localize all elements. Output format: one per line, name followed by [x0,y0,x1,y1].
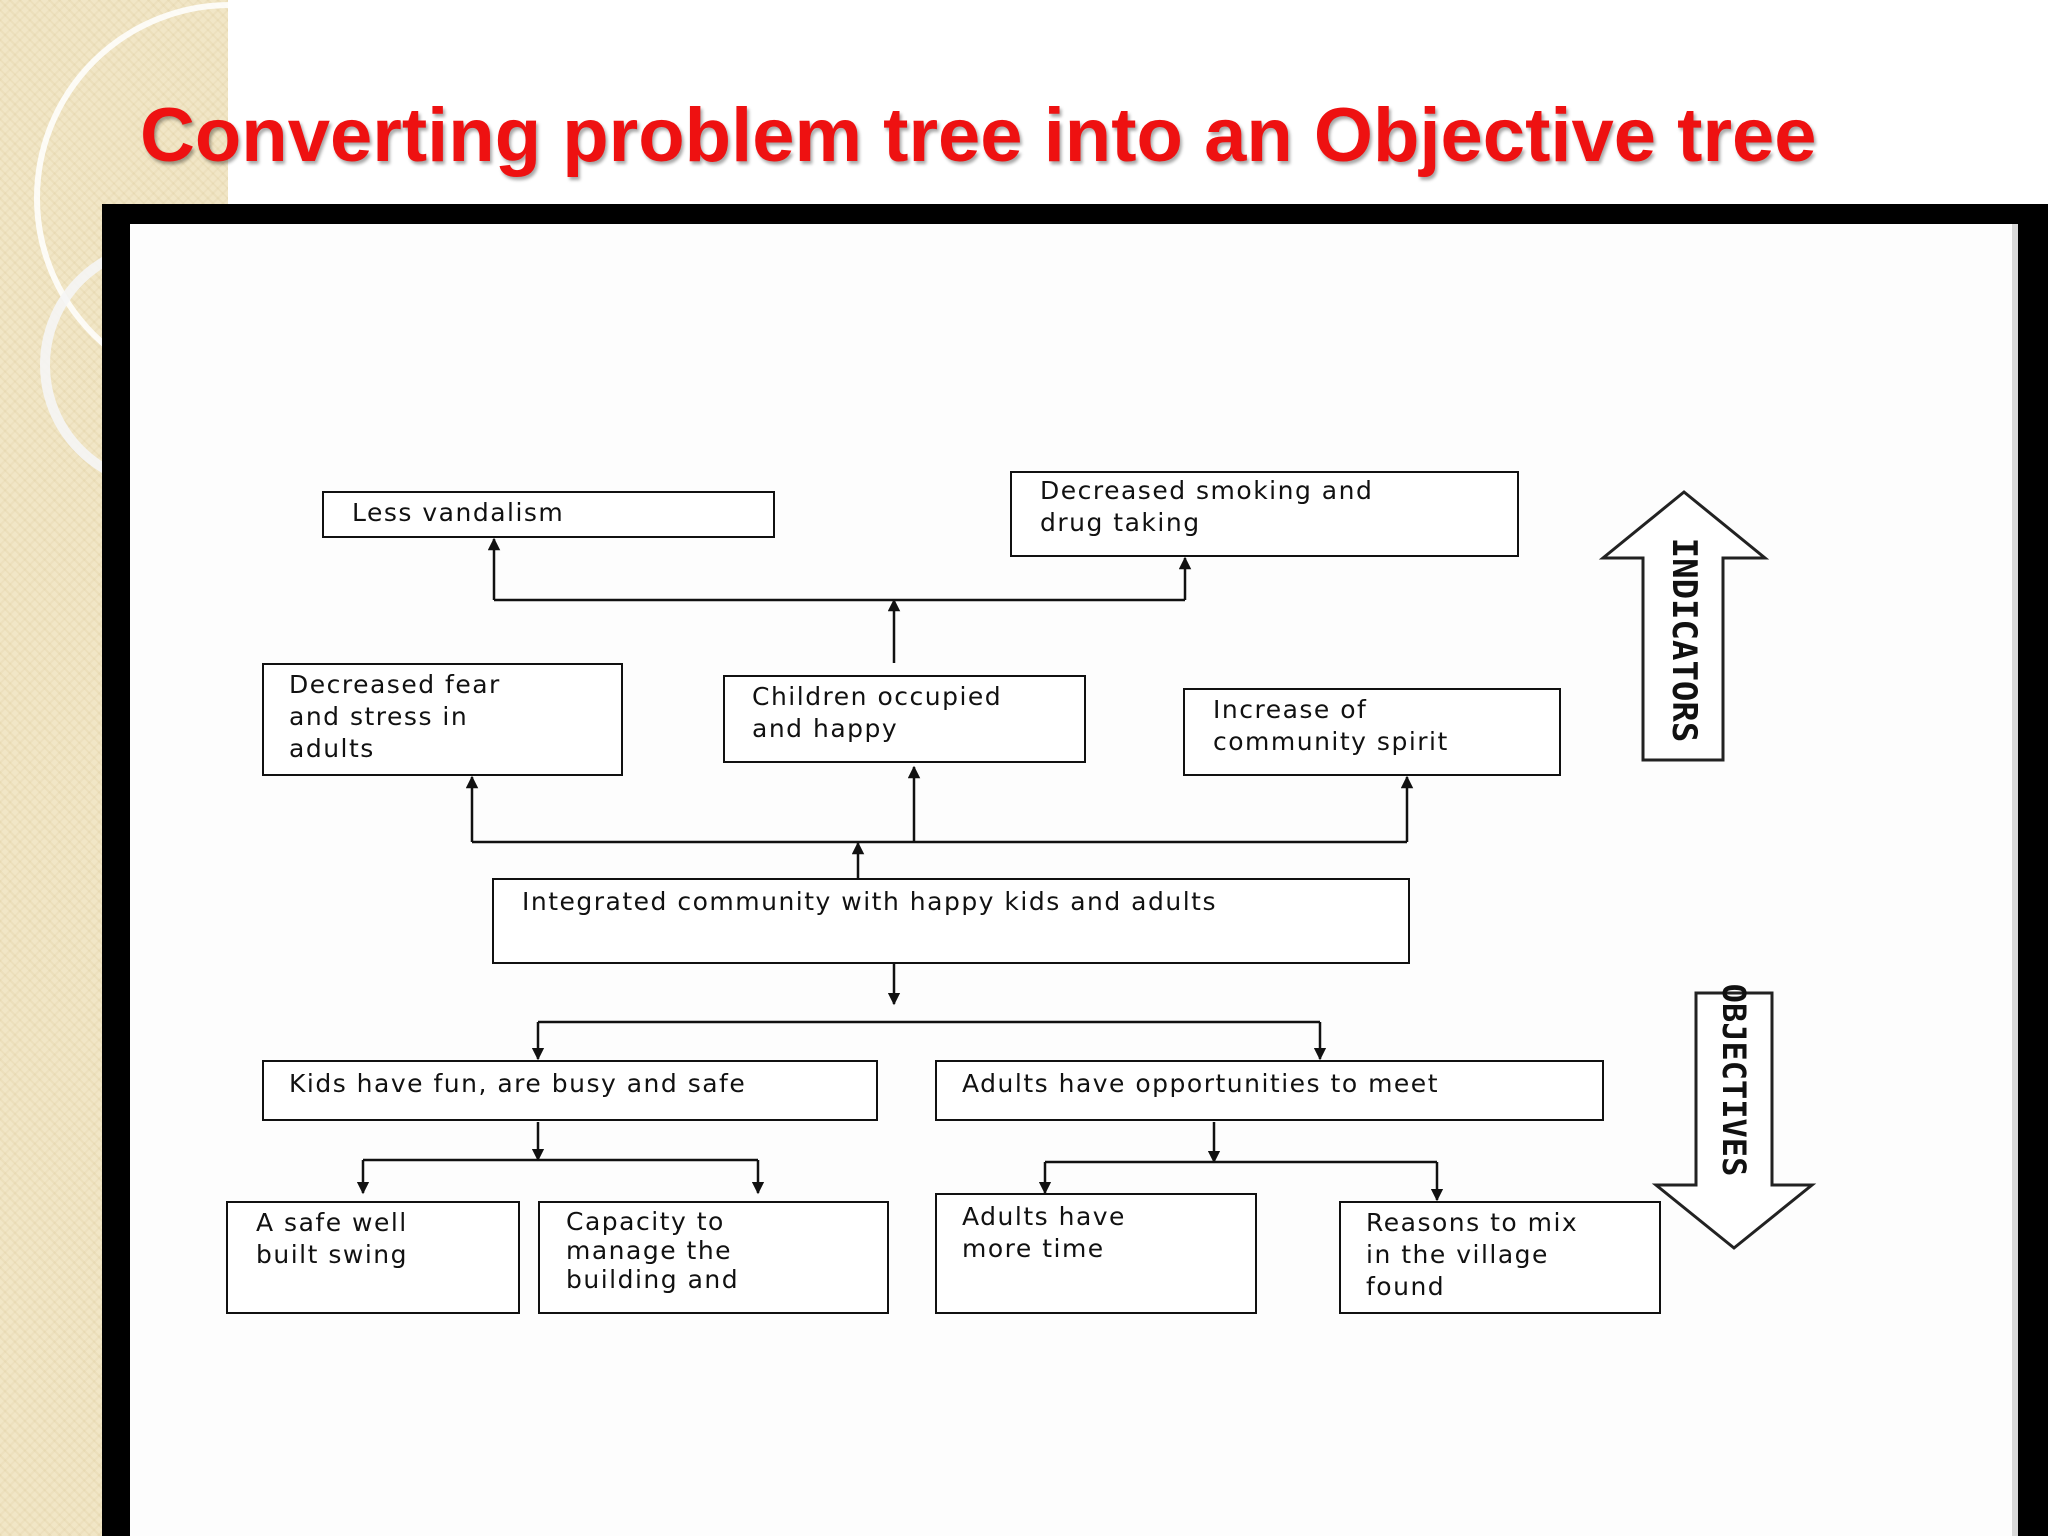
box-label: Increase of community spirit [1213,695,1449,756]
box-capacity-manage: Capacity to manage the building and [538,1201,889,1314]
box-decreased-smoking: Decreased smoking and drug taking [1010,471,1519,557]
box-label: Adults have more time [962,1202,1126,1263]
box-less-vandalism: Less vandalism [322,491,775,538]
box-label: Integrated community with happy kids and… [522,887,1217,916]
box-label: Less vandalism [352,498,565,527]
box-community-spirit: Increase of community spirit [1183,688,1561,776]
box-label: Decreased smoking and drug taking [1040,476,1374,537]
box-safe-swing: A safe well built swing [226,1201,520,1314]
box-label: Children occupied and happy [752,682,1003,743]
indicators-up-arrow-icon: INDICATORS [1598,490,1770,762]
slide-title: Converting problem tree into an Objectiv… [140,93,1817,178]
box-label: Decreased fear and stress in adults [289,670,501,763]
box-label: Reasons to mix in the village found [1366,1208,1579,1301]
box-children-occupied: Children occupied and happy [723,675,1086,763]
box-decreased-fear: Decreased fear and stress in adults [262,663,623,776]
box-core-objective: Integrated community with happy kids and… [492,878,1410,964]
objectives-arrow-label: OBJECTIVES [1715,984,1753,1177]
box-adults-more-time: Adults have more time [935,1193,1257,1314]
box-label: Kids have fun, are busy and safe [289,1069,747,1098]
box-label: A safe well built swing [256,1208,408,1269]
canvas-edge [2012,224,2018,1536]
box-reasons-to-mix: Reasons to mix in the village found [1339,1201,1661,1314]
box-label: Capacity to manage the building and [566,1207,740,1294]
box-adults-opportunities: Adults have opportunities to meet [935,1060,1604,1121]
box-label: Adults have opportunities to meet [962,1069,1439,1098]
objectives-down-arrow-icon: OBJECTIVES [1651,984,1817,1250]
box-kids-have-fun: Kids have fun, are busy and safe [262,1060,878,1121]
indicators-arrow-label: INDICATORS [1664,538,1704,743]
